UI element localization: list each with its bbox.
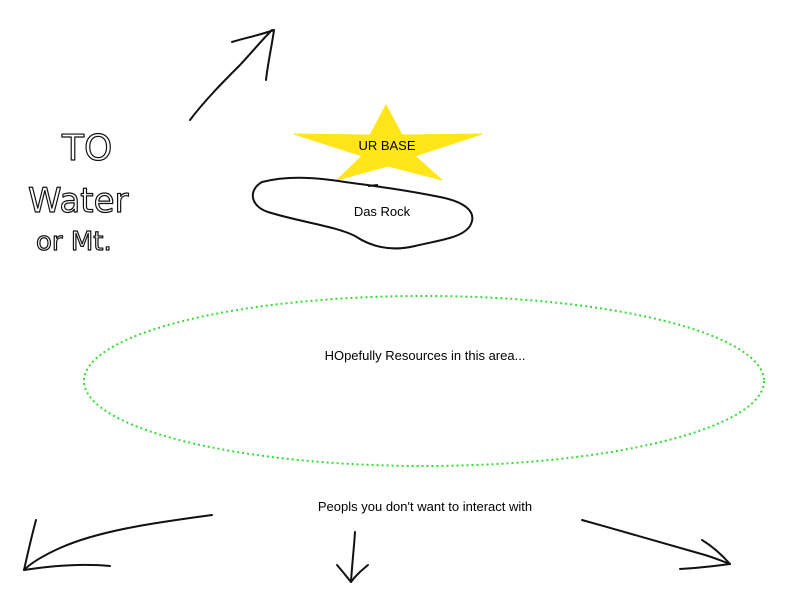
base-star (293, 103, 483, 181)
arrow-people-right (581, 519, 731, 570)
rock-outline (252, 176, 474, 250)
rock-notch (367, 184, 379, 187)
base-label: UR BASE (358, 138, 415, 153)
handwritten-note-to-water: TO Water or Mt. (27, 127, 129, 257)
resources-label: HOpefully Resources in this area... (325, 348, 526, 363)
rock-label: Das Rock (354, 204, 411, 219)
arrow-people-left (23, 514, 213, 571)
resources-area-ellipse (83, 295, 765, 467)
arrow-to-water-or-mountain (189, 29, 275, 121)
note-line-or-mt: or Mt. (36, 227, 112, 257)
people-label: Peopls you don't want to interact with (318, 499, 532, 514)
arrow-people-down (336, 531, 369, 583)
note-line-to: TO (61, 128, 112, 169)
note-line-water: Water (28, 181, 129, 221)
